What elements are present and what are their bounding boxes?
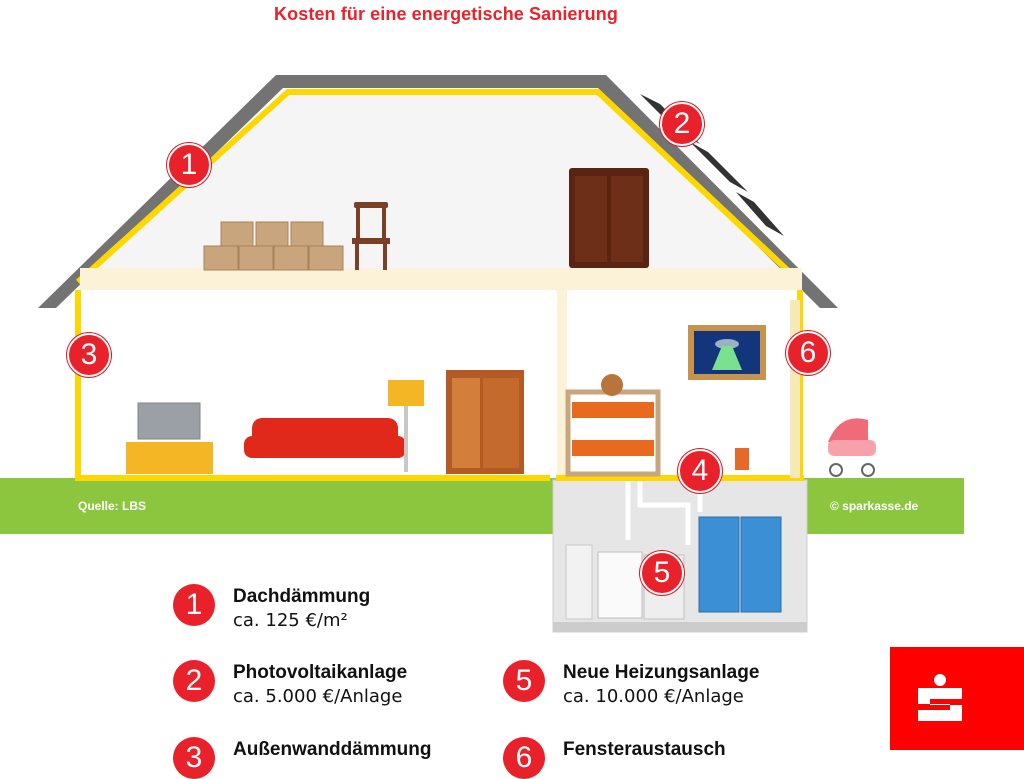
floor-lamp-pole: [404, 406, 408, 472]
sparkasse-logo: [890, 647, 1024, 750]
window-frame-right: [790, 300, 800, 478]
legend-title: Dachdämmung: [233, 586, 371, 607]
basement-boiler: [565, 544, 593, 620]
legend-title: Fensteraustausch: [563, 739, 726, 760]
basement-washer: [597, 551, 643, 619]
attic-chair: [352, 202, 390, 270]
moving-boxes: [203, 221, 344, 271]
marker-6: 6: [786, 331, 830, 375]
legend-cost: ca. 5.000 €/Anlage: [233, 686, 403, 707]
marker-3: 3: [67, 333, 111, 377]
basement-floor: [553, 622, 807, 632]
basement-locker-right: [740, 516, 782, 613]
floor-lamp-shade: [388, 380, 424, 406]
legend-number: 1: [173, 584, 215, 626]
legend-number: 3: [173, 737, 215, 779]
attic-wardrobe: [569, 168, 649, 268]
legend-number: 2: [173, 660, 215, 702]
tv-stand: [126, 442, 213, 474]
marker-1: 1: [167, 143, 211, 187]
sparkasse-logo-icon: [918, 674, 962, 721]
legend-title: Neue Heizungsanlage: [563, 662, 760, 683]
television: [137, 402, 201, 440]
marker-2: 2: [660, 102, 704, 146]
infographic-title: Kosten für eine energetische Sanierung: [274, 4, 618, 24]
toy-robot: [735, 448, 749, 470]
baby-stroller: [828, 418, 876, 477]
bookshelf: [446, 370, 524, 474]
attic-floor: [80, 268, 802, 290]
legend-title: Photovoltaikanlage: [233, 662, 408, 683]
legend-cost: ca. 10.000 €/Anlage: [563, 686, 744, 707]
wall-picture: [688, 325, 766, 380]
legend-number: 5: [503, 660, 545, 702]
legend-number: 6: [503, 737, 545, 779]
teddy-bear: [601, 374, 623, 396]
interior-divider: [557, 290, 567, 478]
legend-title: Außenwanddämmung: [233, 739, 432, 760]
roof-insulation: [75, 89, 803, 285]
source-label: Quelle: LBS: [78, 499, 147, 513]
legend-cost: ca. 125 €/m²: [233, 610, 348, 631]
copyright-label: © sparkasse.de: [830, 499, 919, 513]
sofa: [244, 418, 406, 458]
marker-4: 4: [678, 449, 722, 493]
marker-5: 5: [640, 551, 684, 595]
basement-locker-left: [698, 516, 740, 613]
